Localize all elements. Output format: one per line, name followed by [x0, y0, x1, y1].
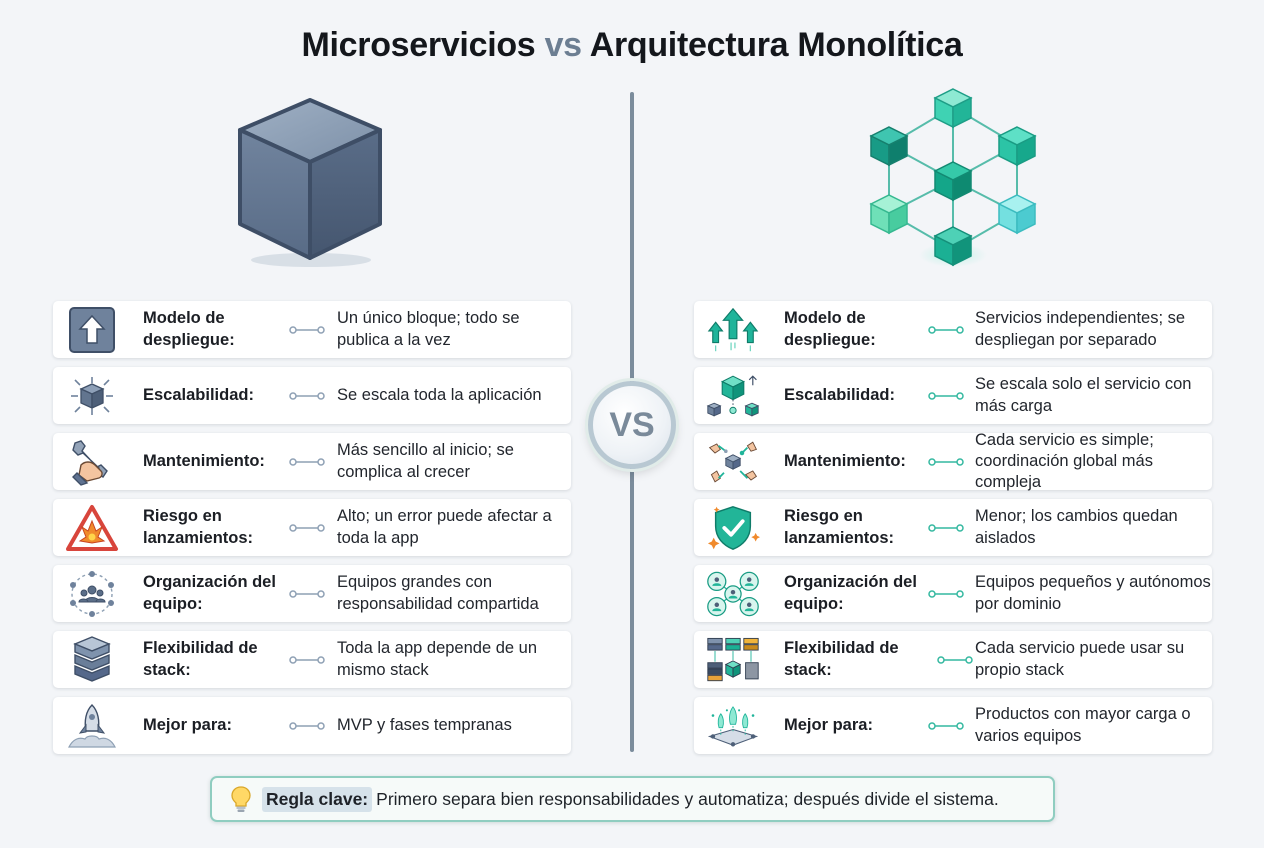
row-label: Mejor para:	[143, 715, 232, 734]
micro-row-maintenance: Mantenimiento: Cada servicio es simple; …	[694, 430, 1212, 492]
row-label: Organización del equipo:	[784, 573, 917, 613]
row-label: Escalabilidad:	[784, 385, 895, 404]
title-part1: Microservicios	[301, 26, 536, 64]
shield-check-icon	[706, 502, 760, 554]
connector-icon	[289, 722, 325, 730]
connector-icon	[289, 458, 325, 466]
micro-row-best-for: Mejor para: Productos con mayor carga o …	[694, 697, 1212, 754]
row-label: Riesgo en lanzamientos:	[784, 507, 895, 547]
row-value: Toda la app depende de un mismo stack	[337, 639, 538, 679]
row-label: Mantenimiento:	[784, 451, 906, 470]
row-value: Más sencillo al inicio; se complica al c…	[337, 441, 514, 481]
wrench-hand-icon	[65, 436, 119, 488]
micro-row-team: Organización del equipo: Equipos pequeño…	[694, 565, 1212, 622]
monolith-cube-icon	[238, 98, 382, 267]
row-value: Cada servicio puede usar su propio stack	[975, 639, 1185, 679]
micro-row-stack: Flexibilidad de stack: Cada servicio pue…	[694, 631, 1212, 688]
scale-cube-icon	[65, 370, 119, 422]
connector-icon	[937, 656, 973, 664]
row-label: Riesgo en lanzamientos:	[143, 507, 254, 547]
teams-network-icon	[706, 568, 760, 620]
monolith-row-release-risk: Riesgo en lanzamientos: Alto; un error p…	[53, 499, 571, 556]
row-label: Escalabilidad:	[143, 385, 254, 404]
rockets-platform-icon	[706, 700, 760, 752]
row-label: Modelo de despliegue:	[143, 309, 235, 349]
connector-icon	[289, 524, 325, 532]
row-value: Servicios independientes; se despliegan …	[975, 309, 1186, 349]
page-title: Microservicios vs Arquitectura Monolític…	[0, 26, 1264, 65]
monolith-column: Modelo de despliegue: Un único bloque; t…	[53, 301, 571, 763]
connector-icon	[928, 524, 964, 532]
micro-row-deployment: Modelo de despliegue: Servicios independ…	[694, 301, 1212, 358]
microservices-column: Modelo de despliegue: Servicios independ…	[694, 301, 1212, 763]
tools-hands-icon	[706, 436, 760, 488]
row-label: Flexibilidad de stack:	[143, 639, 258, 679]
row-value: Productos con mayor carga o varios equip…	[975, 705, 1191, 745]
microservices-network-icon	[869, 88, 1037, 267]
stack-layers-icon	[65, 634, 119, 686]
monolith-row-stack: Flexibilidad de stack: Toda la app depen…	[53, 631, 571, 688]
row-value: Alto; un error puede afectar a toda la a…	[337, 507, 552, 547]
row-value: Se escala solo el servicio con más carga	[975, 375, 1192, 415]
micro-row-scalability: Escalabilidad: Se escala solo el servici…	[694, 367, 1212, 424]
row-label: Modelo de despliegue:	[784, 309, 876, 349]
row-label: Mejor para:	[784, 715, 873, 734]
title-part2: Arquitectura Monolítica	[589, 26, 963, 64]
multi-stack-icon	[706, 634, 760, 686]
team-circle-icon	[65, 568, 119, 620]
row-value: Se escala toda la aplicación	[337, 385, 542, 404]
upload-arrow-icon	[65, 304, 119, 356]
multi-arrow-up-icon	[706, 304, 760, 356]
cube-scale-icon	[706, 370, 760, 422]
row-value: Equipos grandes con responsabilidad comp…	[337, 573, 539, 613]
monolith-row-team: Organización del equipo: Equipos grandes…	[53, 565, 571, 622]
monolith-row-deployment: Modelo de despliegue: Un único bloque; t…	[53, 301, 571, 358]
row-value: Cada servicio es simple; coordinación gl…	[975, 430, 1154, 492]
connector-icon	[289, 656, 325, 664]
monolith-row-scalability: Escalabilidad: Se escala toda la aplicac…	[53, 367, 571, 424]
lightbulb-icon	[231, 786, 251, 812]
row-label: Organización del equipo:	[143, 573, 276, 613]
row-value: Menor; los cambios quedan aislados	[975, 507, 1178, 547]
monolith-row-maintenance: Mantenimiento: Más sencillo al inicio; s…	[53, 433, 571, 490]
connector-icon	[289, 590, 325, 598]
connector-icon	[289, 326, 325, 334]
micro-row-release-risk: Riesgo en lanzamientos: Menor; los cambi…	[694, 499, 1212, 556]
vs-badge: VS	[588, 381, 676, 469]
connector-icon	[928, 458, 964, 466]
monolith-row-best-for: Mejor para: MVP y fases tempranas	[53, 697, 571, 754]
key-rule-text: Primero separa bien responsabilidades y …	[376, 788, 999, 809]
row-value: Un único bloque; todo se publica a la ve…	[337, 309, 520, 349]
key-rule-label: Regla clave:	[262, 786, 373, 812]
rocket-icon	[65, 700, 119, 752]
row-label: Flexibilidad de stack:	[784, 639, 899, 679]
key-rule-box: Regla clave: Primero separa bien respons…	[210, 776, 1055, 822]
warning-triangle-icon	[65, 502, 119, 554]
connector-icon	[928, 590, 964, 598]
row-label: Mantenimiento:	[143, 451, 265, 470]
connector-icon	[928, 722, 964, 730]
row-value: Equipos pequeños y autónomos por dominio	[975, 573, 1211, 613]
title-vs: vs	[544, 26, 583, 64]
connector-icon	[289, 392, 325, 400]
connector-icon	[928, 326, 964, 334]
row-value: MVP y fases tempranas	[337, 715, 512, 734]
connector-icon	[928, 392, 964, 400]
